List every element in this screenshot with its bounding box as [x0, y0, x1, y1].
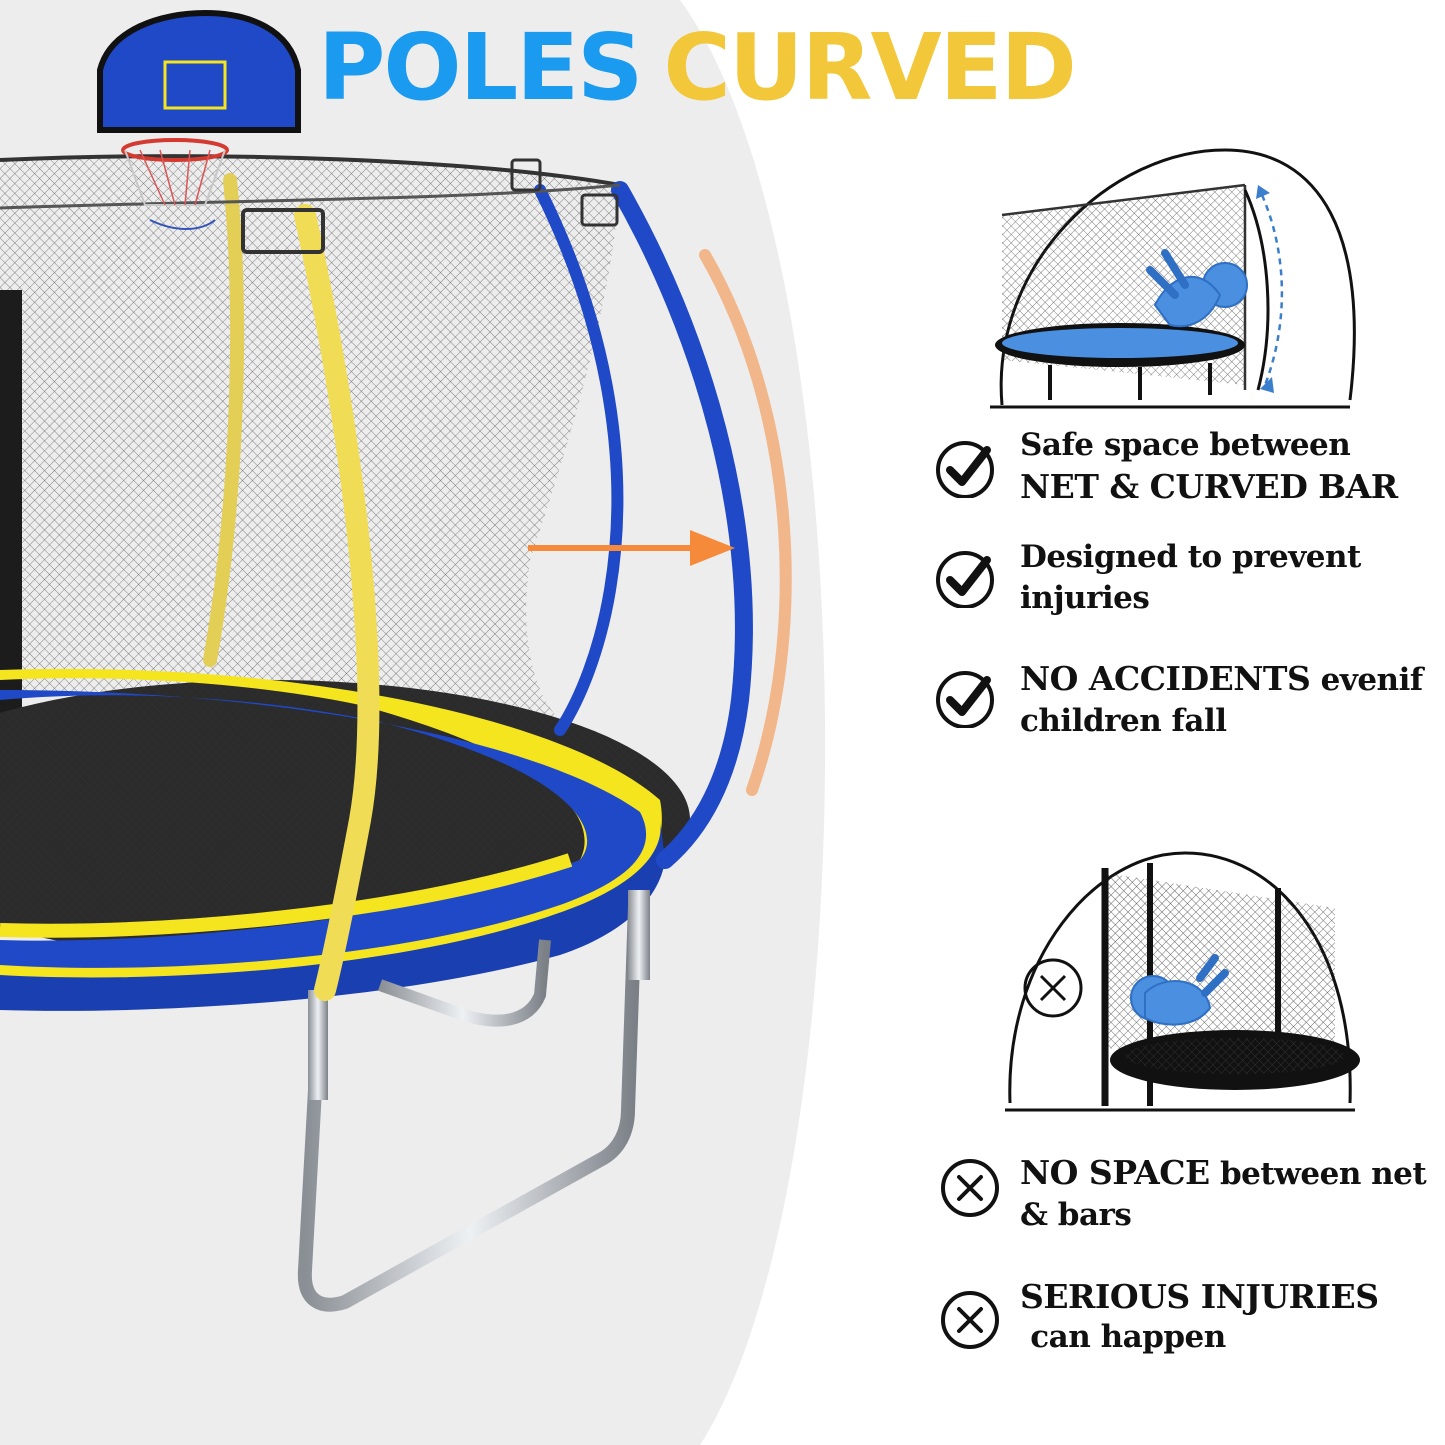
- con-serious-injuries: SERIOUS INJURIES can happen: [1020, 1276, 1379, 1358]
- headline-word-poles: POLES: [318, 14, 643, 121]
- con-line-2: can happen: [1020, 1319, 1226, 1355]
- con-no-space: NO SPACE between net & bars: [1020, 1152, 1427, 1236]
- pro-safe-space: Safe space between NET & CURVED BAR: [1020, 425, 1398, 507]
- pro-line-1: Designed to prevent: [1020, 539, 1361, 575]
- check-circle-icon: [936, 551, 994, 608]
- con-line-2: & bars: [1020, 1197, 1132, 1233]
- curved-net-diagram: [990, 148, 1356, 409]
- con-line-1: NO SPACE between net: [1020, 1152, 1427, 1195]
- headline-word-curved: CURVED: [663, 14, 1076, 121]
- check-circle-icon: [936, 671, 994, 728]
- straight-pole-diagram: [1005, 851, 1360, 1112]
- falling-child-figure: [1130, 954, 1229, 1026]
- con-line-1-bold: NO SPACE: [1020, 1153, 1210, 1192]
- check-circle-icon: [936, 441, 994, 498]
- pro-line-1-rest: evenif: [1310, 662, 1424, 698]
- x-circle-icon: [941, 1291, 999, 1349]
- pro-line-1: Safe space between: [1020, 427, 1351, 463]
- pro-line-2: children fall: [1020, 703, 1227, 739]
- pro-line-1-bold: NO ACCIDENTS: [1020, 659, 1311, 698]
- con-line-1-rest: between net: [1209, 1156, 1427, 1192]
- con-line-1: SERIOUS INJURIES: [1020, 1277, 1379, 1316]
- pro-line-2: injuries: [1020, 580, 1150, 616]
- pro-line-2: NET & CURVED BAR: [1020, 467, 1398, 506]
- falling-child-figure: [1146, 249, 1248, 328]
- pro-no-accidents: NO ACCIDENTS evenif children fall: [1020, 658, 1423, 742]
- x-circle-icon: [941, 1159, 999, 1217]
- pro-line-1: NO ACCIDENTS evenif: [1020, 658, 1423, 701]
- pro-prevent-injuries: Designed to prevent injuries: [1020, 537, 1361, 619]
